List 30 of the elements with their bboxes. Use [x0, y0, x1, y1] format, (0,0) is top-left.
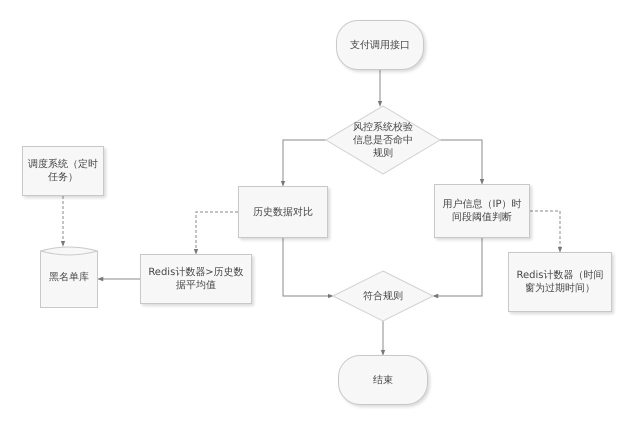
arrow — [60, 196, 66, 247]
terminal-box — [336, 20, 424, 70]
process-box — [238, 186, 328, 238]
arrow — [530, 210, 562, 253]
process-box — [140, 254, 252, 304]
node-label: 历史数据对比 — [252, 206, 314, 218]
decision-diamond — [333, 271, 433, 321]
node-label: 符合规则 — [362, 290, 404, 302]
arrow — [97, 276, 140, 282]
node-label: 黑名单库 — [48, 270, 90, 284]
node-label: Redis计数器（时间窗为过期时间） — [516, 269, 604, 295]
arrow — [432, 238, 482, 298]
decision-diamond — [326, 106, 440, 174]
arrow — [380, 320, 386, 356]
node-label: 调度系统（定时任务） — [28, 158, 98, 184]
node-label: 结束 — [372, 374, 394, 386]
process-box — [22, 146, 104, 196]
process-box — [508, 252, 612, 312]
node-label: 支付调用接口 — [349, 38, 411, 52]
node-label: 用户信息（IP）时间段阈值判断 — [442, 198, 522, 224]
arrow — [282, 238, 334, 298]
arrow — [378, 70, 382, 107]
arrow — [194, 212, 238, 255]
node-label: Redis计数器>历史数据平均值 — [147, 266, 245, 292]
terminal-box — [338, 355, 428, 405]
database-cylinder — [40, 246, 98, 308]
process-box — [434, 184, 530, 238]
node-label: 风控系统校验信息是否命中规则 — [352, 120, 414, 160]
arrow — [440, 140, 484, 185]
arrow — [280, 140, 326, 187]
